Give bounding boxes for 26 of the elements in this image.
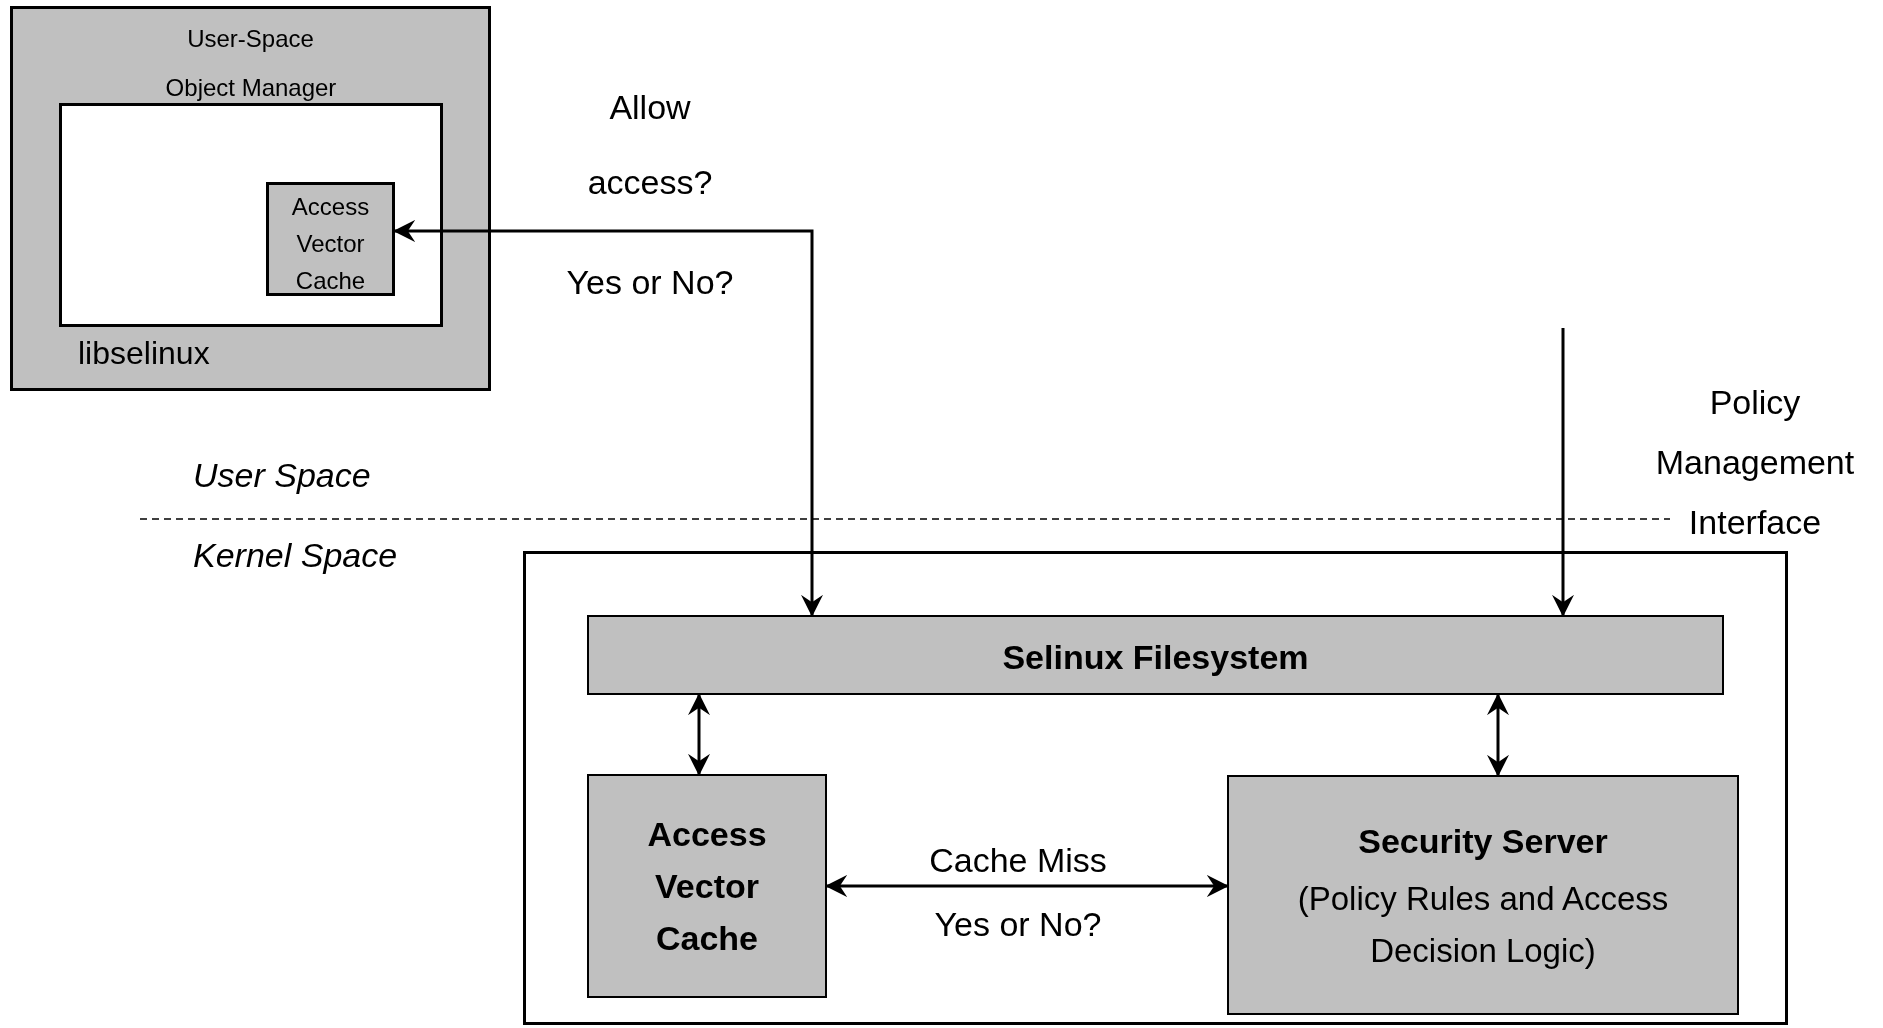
interface-label: Policy Management Interface <box>1654 382 1856 543</box>
edge-label: Cache Miss <box>928 840 1108 880</box>
box-label: Access Vector Cache <box>290 192 371 296</box>
box-heading: User-Space <box>186 24 315 53</box>
answer-label: Yes or No? <box>933 904 1103 944</box>
box-label: Access Vector Cache <box>646 814 768 959</box>
arrow <box>688 693 710 776</box>
arrow <box>1487 693 1509 777</box>
box-label: (Policy Rules and Access Decision Logic) <box>1296 879 1670 971</box>
cache-box <box>266 182 395 296</box>
edge-label: Allow access? <box>586 87 714 203</box>
region-label: Kernel Space <box>193 535 399 575</box>
box-label: Selinux Filesystem <box>1001 637 1310 678</box>
box-heading: Object Manager <box>164 73 338 102</box>
box-label: libselinux <box>78 334 211 372</box>
arrow <box>1552 328 1574 617</box>
answer-label: Yes or No? <box>565 262 735 302</box>
filesystem-bar <box>587 615 1724 695</box>
cache-box <box>587 774 827 998</box>
arrow <box>825 875 1229 897</box>
region-label: User Space <box>193 455 372 495</box>
user-space-box <box>10 6 491 391</box>
box-heading: Security Server <box>1357 821 1609 862</box>
arrow <box>393 220 823 617</box>
kernel-box <box>523 551 1788 1025</box>
security-server-box <box>1227 775 1739 1015</box>
